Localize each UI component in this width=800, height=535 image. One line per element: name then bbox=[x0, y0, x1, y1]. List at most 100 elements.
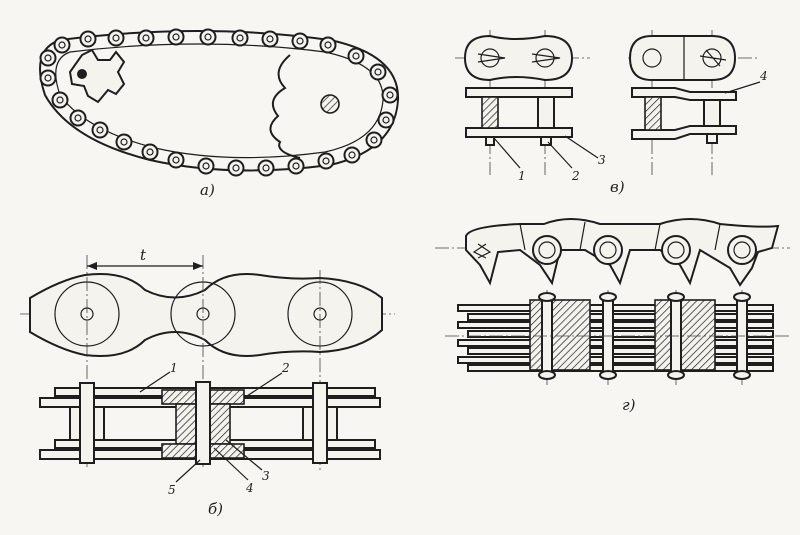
chain-roller bbox=[319, 36, 337, 54]
g-plate-block-section bbox=[529, 299, 591, 371]
v-left-bushing-1 bbox=[485, 136, 495, 146]
v-callout-line-4 bbox=[724, 81, 761, 94]
v-right-cotter-pin bbox=[699, 49, 727, 67]
chain-roller-pin bbox=[172, 33, 180, 41]
chain-roller-pin bbox=[296, 37, 304, 45]
small-sprocket bbox=[68, 48, 126, 104]
chain-roller bbox=[347, 47, 365, 65]
g-pin-inner-ring bbox=[733, 241, 751, 259]
g-pin-axes bbox=[445, 290, 790, 385]
v-left-upper-side-plate bbox=[465, 87, 573, 98]
chain-roller-pin bbox=[370, 136, 378, 144]
g-stacked-plates bbox=[457, 299, 774, 372]
chain-roller-pin bbox=[58, 41, 66, 49]
panel-b-caption: б) bbox=[208, 500, 223, 518]
chain-roller-pin bbox=[172, 156, 180, 164]
panel-v-caption: в) bbox=[610, 178, 625, 196]
g-plate-joint-1 bbox=[519, 223, 526, 251]
g-end-clip bbox=[472, 243, 492, 259]
v-callout-1: 1 bbox=[518, 169, 526, 183]
chain-rollers bbox=[39, 28, 399, 177]
chain-roller-pin bbox=[96, 126, 104, 134]
g-pin-head-bottom bbox=[733, 370, 751, 380]
panel-v-connecting-links: 1 2 3 4 в) bbox=[455, 30, 768, 196]
chain-roller-pin bbox=[348, 151, 356, 159]
b-section-pin bbox=[195, 381, 211, 465]
chain-roller bbox=[91, 121, 109, 139]
g-plate-layer bbox=[457, 356, 774, 364]
chain-roller bbox=[369, 63, 387, 81]
v-right-lower-side-plate bbox=[631, 125, 737, 140]
chain-roller bbox=[287, 157, 305, 175]
g-pin-inner-ring bbox=[538, 241, 556, 259]
v-callout-line-2 bbox=[547, 141, 573, 169]
g-plate-layer bbox=[457, 304, 774, 312]
b-section-roller-left bbox=[175, 403, 197, 445]
chain-roller-pin bbox=[322, 157, 330, 165]
chain-roller-pin bbox=[324, 41, 332, 49]
v-callout-2: 2 bbox=[571, 169, 580, 183]
b-pitch-label: t bbox=[140, 246, 147, 264]
chain-roller bbox=[51, 91, 69, 109]
v-callout-line-1 bbox=[493, 137, 521, 169]
chain-roller-pin bbox=[386, 91, 394, 99]
chain-roller bbox=[115, 133, 133, 151]
chain-roller bbox=[53, 36, 71, 54]
g-pin-head-top bbox=[538, 292, 556, 302]
g-pin-heads bbox=[532, 235, 757, 265]
b-callout-line-3 bbox=[225, 439, 263, 471]
g-plate-layer bbox=[467, 313, 774, 321]
v-left-pin-head-2 bbox=[535, 48, 555, 68]
chain-roller bbox=[79, 30, 97, 48]
g-pin-head-top bbox=[667, 292, 685, 302]
b-section-roller-right bbox=[209, 403, 231, 445]
g-plate-layer bbox=[467, 347, 774, 355]
panel-g-caption: г) bbox=[622, 396, 636, 414]
g-plate-joint-2 bbox=[579, 221, 586, 251]
b-callout-2: 2 bbox=[281, 361, 290, 375]
b-section-upper-plate-left bbox=[161, 389, 197, 405]
v-right-pin-2 bbox=[703, 99, 721, 127]
b-callout-line-4 bbox=[213, 447, 249, 481]
chain-roller bbox=[107, 29, 125, 47]
chain-roller bbox=[365, 131, 383, 149]
v-right-pin-head-1 bbox=[642, 48, 662, 68]
b-pitch-arrow-right bbox=[193, 262, 203, 270]
b-section-lower-plate-left bbox=[161, 443, 197, 459]
v-callout-line-3 bbox=[564, 135, 599, 159]
g-plate-block-section bbox=[654, 299, 716, 371]
large-sprocket-teeth bbox=[269, 54, 301, 159]
b-callout-5: 5 bbox=[168, 483, 176, 497]
b-section-upper-plate-right bbox=[209, 389, 245, 405]
chain-roller bbox=[167, 28, 185, 46]
b-callout-line-1 bbox=[139, 371, 171, 393]
g-pin-head-bottom bbox=[667, 370, 685, 380]
chain-roller-pin bbox=[112, 34, 120, 42]
b-left-pin bbox=[79, 382, 95, 464]
panel-a-chain-drive: а) bbox=[39, 28, 400, 199]
v-left-lower-side-plate bbox=[465, 127, 573, 138]
v-left-pin-head-1 bbox=[480, 48, 500, 68]
b-callout-line-2 bbox=[243, 372, 283, 399]
g-pin-outer-ring bbox=[727, 235, 757, 265]
chain-roller-pin bbox=[84, 35, 92, 43]
b-callout-3: 3 bbox=[262, 469, 270, 483]
chain-roller-pin bbox=[56, 96, 64, 104]
v-right-top-plate bbox=[628, 35, 737, 81]
g-pin-inner-ring bbox=[667, 241, 685, 259]
b-callout-line-5 bbox=[175, 459, 201, 483]
chain-roller bbox=[227, 159, 245, 177]
chain-roller bbox=[141, 143, 159, 161]
chain-roller-pin bbox=[236, 34, 244, 42]
panel-g-toothed-chain: г) bbox=[435, 218, 790, 414]
chain-roller bbox=[317, 152, 335, 170]
panel-a-caption: а) bbox=[200, 181, 215, 199]
g-pin-head-top bbox=[599, 292, 617, 302]
b-right-pin bbox=[312, 382, 328, 464]
v-right-pin-1 bbox=[644, 96, 662, 131]
v-left-pin-2 bbox=[537, 96, 555, 129]
chain-roller-pin bbox=[74, 114, 82, 122]
chain-roller-pin bbox=[292, 162, 300, 170]
chain-roller bbox=[257, 159, 275, 177]
b-callout-1: 1 bbox=[170, 361, 178, 375]
